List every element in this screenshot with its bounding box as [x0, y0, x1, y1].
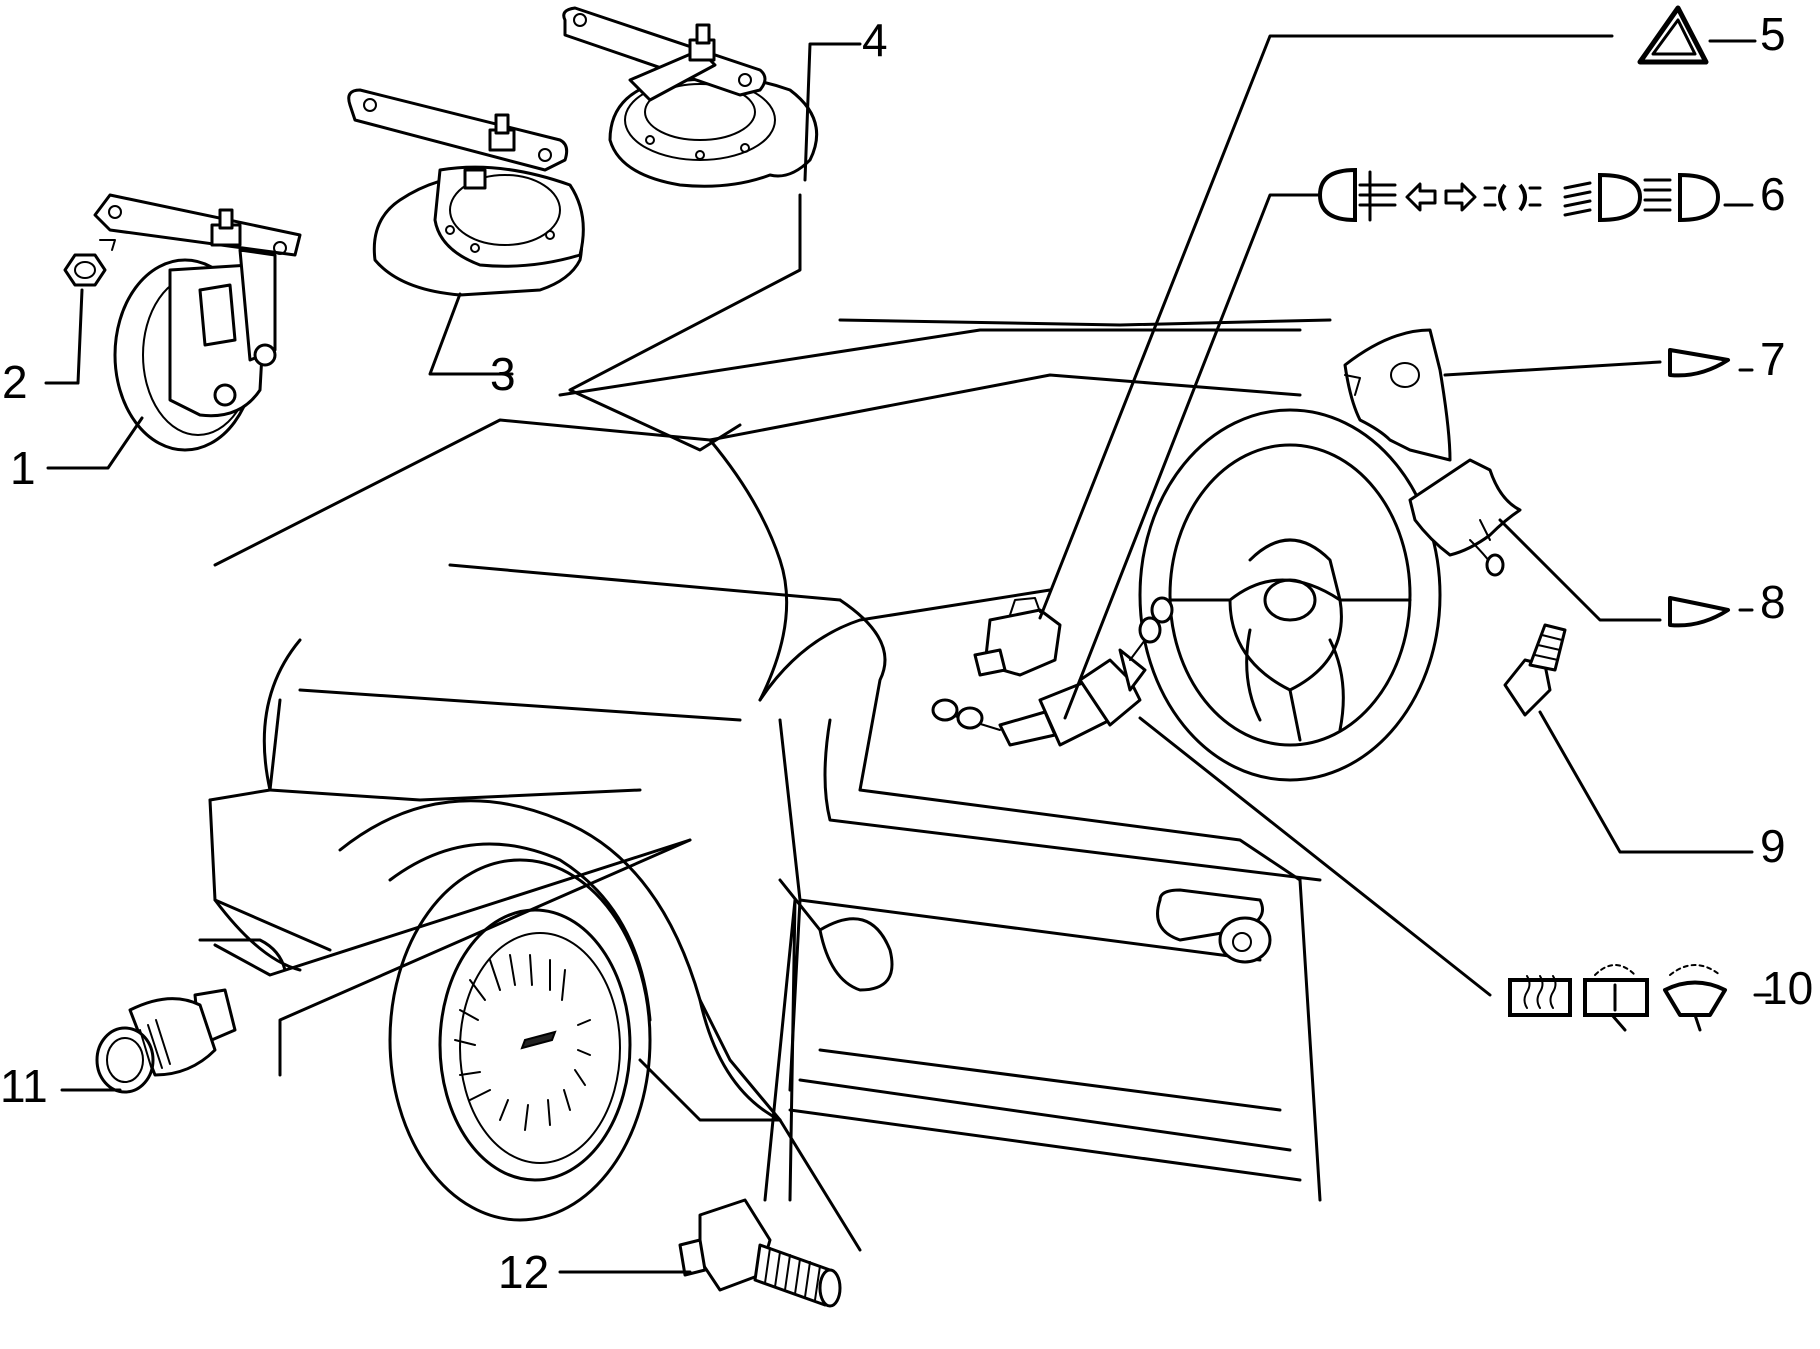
horn-part-1 — [93, 193, 302, 452]
light-switch-part-6 — [931, 678, 1112, 747]
hazard-triangle-icon — [1637, 5, 1709, 65]
main-beam-icon — [1643, 172, 1721, 223]
fog-light-icon — [1317, 167, 1397, 223]
parking-lights-icon — [1483, 183, 1542, 212]
horn-icon — [1668, 348, 1730, 378]
nut-part-2 — [63, 239, 116, 287]
hazard-switch-part-5 — [973, 597, 1062, 677]
callout-10: 10 — [1762, 962, 1813, 1014]
windscreen-wiper-washer-icon — [1663, 964, 1727, 1032]
callout-5: 5 — [1760, 8, 1786, 60]
horn-icon — [1668, 596, 1730, 628]
rear-window-defrost-icon — [1508, 975, 1572, 1017]
callout-4: 4 — [862, 14, 888, 66]
callout-12: 12 — [498, 1246, 549, 1298]
sensor-part-11 — [95, 988, 237, 1094]
bolt-part-9 — [1503, 623, 1567, 717]
callout-6: 6 — [1760, 168, 1786, 220]
horn-part-3 — [347, 88, 585, 297]
callout-3: 3 — [490, 348, 516, 400]
leader-lines — [44, 34, 1772, 1274]
rear-wiper-washer-icon — [1583, 964, 1649, 1032]
callout-8: 8 — [1760, 576, 1786, 628]
callout-7: 7 — [1760, 333, 1786, 385]
switch-part-12 — [678, 1198, 842, 1308]
callout-2: 2 — [2, 356, 28, 408]
horn-pad-part-7 — [1343, 328, 1452, 462]
horn-part-4 — [562, 6, 819, 188]
car-body — [198, 318, 1332, 1252]
callout-labels: 1 2 3 4 5 6 7 8 9 10 11 12 — [0, 8, 1813, 1298]
callout-11: 11 — [0, 1060, 48, 1112]
wiper-switch-part-10 — [1078, 596, 1174, 727]
callout-1: 1 — [10, 442, 36, 494]
horn-contact-part-8 — [1408, 458, 1522, 577]
steering-wheel — [1138, 408, 1442, 782]
dipped-beam-icon — [1563, 172, 1643, 223]
turn-indicators-icon — [1405, 182, 1477, 212]
callout-9: 9 — [1760, 820, 1786, 872]
